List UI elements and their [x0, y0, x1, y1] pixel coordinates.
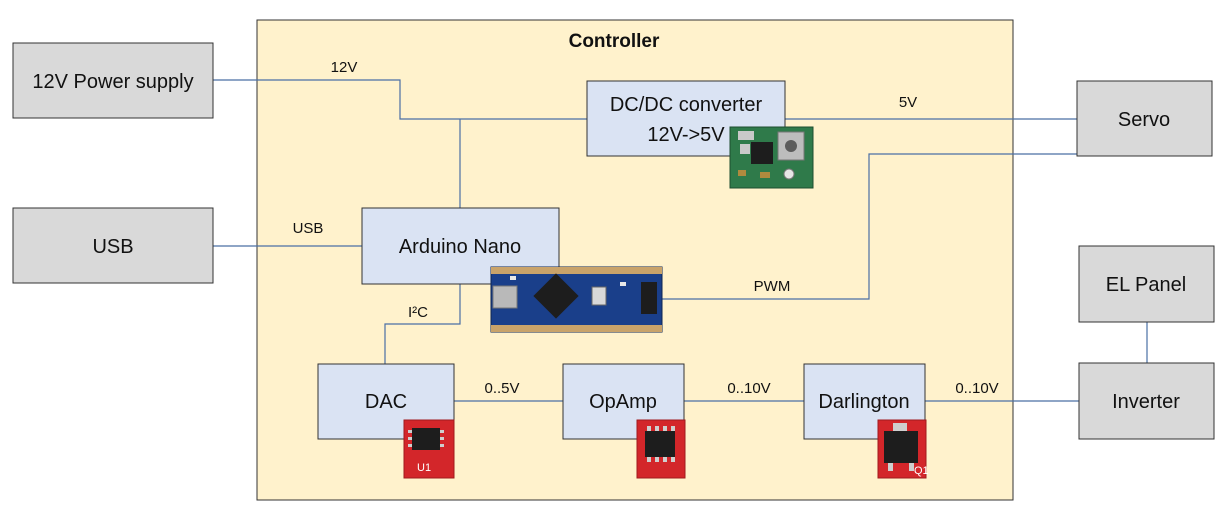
- wire-12v: [213, 79, 587, 120]
- chip-label-q1: Q1: [914, 465, 929, 477]
- servo-label: Servo: [1118, 109, 1170, 131]
- dac-label: DAC: [365, 391, 407, 413]
- opamp-chip-image: [636, 419, 686, 479]
- wire-label-i2c: I²C: [408, 304, 428, 321]
- wires: [213, 79, 1148, 402]
- inverter-box: [1078, 362, 1215, 440]
- dcdc-converter-label: DC/DC converter: [610, 94, 763, 116]
- wire-label-usb: USB: [293, 220, 324, 237]
- arduino-nano-label: Arduino Nano: [399, 236, 521, 258]
- usb-box: [12, 207, 214, 284]
- wire-label-12v: 12V: [331, 59, 358, 76]
- usb-label: USB: [92, 236, 133, 258]
- arduino-nano-image: [490, 266, 663, 333]
- dac-chip-image: U1: [403, 419, 455, 479]
- wire-label-pwm: PWM: [754, 278, 791, 295]
- wire-i2c: [384, 284, 461, 364]
- wire-label-5v: 5V: [899, 94, 917, 111]
- power-supply-label: 12V Power supply: [32, 71, 193, 93]
- darlington-chip-image: Q1: [877, 419, 929, 479]
- dcdc-converter-voltage: 12V->5V: [647, 124, 725, 146]
- wire-pwm: [662, 153, 1077, 300]
- servo-box: [1076, 80, 1213, 157]
- wire-label-opamp-darlington: 0..10V: [727, 380, 770, 397]
- chip-label-u1: U1: [417, 462, 431, 474]
- power-supply-box: [12, 42, 214, 119]
- wire-label-darlington-inverter: 0..10V: [955, 380, 998, 397]
- controller-title: Controller: [569, 31, 660, 52]
- el-panel-label: EL Panel: [1106, 274, 1186, 296]
- opamp-label: OpAmp: [589, 391, 657, 413]
- dcdc-module-image: [729, 126, 814, 189]
- el-panel-box: [1078, 245, 1215, 323]
- wire-label-dac-opamp: 0..5V: [484, 380, 519, 397]
- darlington-label: Darlington: [818, 391, 909, 413]
- inverter-label: Inverter: [1112, 391, 1180, 413]
